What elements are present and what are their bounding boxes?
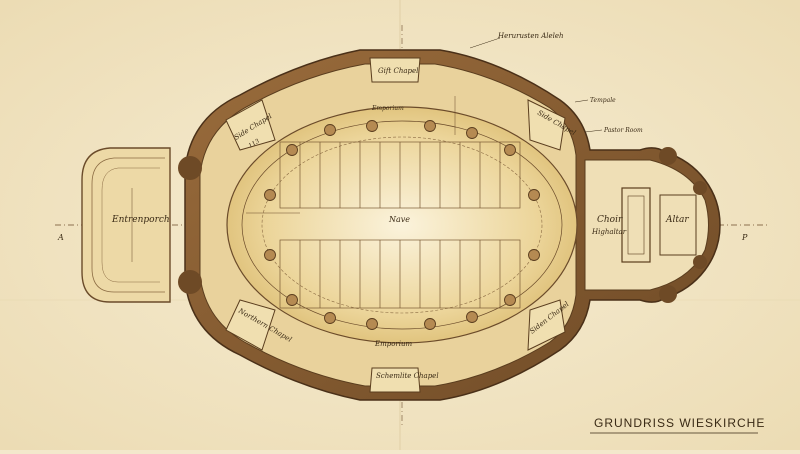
label-choir: Choir (597, 215, 623, 225)
label-pastor-room: Pastor Room (603, 127, 643, 134)
label-entrance-porch: Entrenporch (111, 215, 170, 225)
entrance-porch (81, 147, 171, 303)
choir-pier-e1 (693, 181, 707, 195)
column (424, 318, 436, 330)
label-schemel-chapel: Schemlite Chapel (376, 372, 439, 380)
dimension-lines (131, 96, 456, 262)
chapel-ne (527, 99, 566, 151)
column (324, 124, 336, 136)
axis-marker-right: P (741, 233, 748, 242)
column (504, 144, 516, 156)
column (528, 189, 540, 201)
chapel-south (369, 367, 421, 393)
chapel-se (527, 299, 566, 351)
entrance-pier-s (178, 270, 202, 294)
nave-pew-ring (261, 136, 543, 314)
nave-columns (264, 120, 540, 330)
label-nave: Nave (388, 215, 410, 224)
column (286, 144, 298, 156)
label-high-altar: Highaltar (591, 228, 627, 236)
nave-oval (226, 106, 578, 344)
pews (279, 141, 521, 309)
plan-title: GRUNDRISS WIESKIRCHE (594, 416, 765, 430)
entrance-pier-n (178, 156, 202, 180)
nave-inner-ring (241, 120, 563, 330)
leader-lines (469, 37, 603, 133)
label-altar: Altar (665, 215, 689, 225)
chapel-sw (225, 299, 276, 351)
label-gallery-top: Emporium (371, 105, 404, 112)
chapel-north (369, 57, 421, 83)
label-temple: Tempale (590, 97, 616, 104)
axis-marker-left: A (57, 233, 64, 242)
column (504, 294, 516, 306)
label-herurusten-arch: Herurusten Aleleh (497, 32, 564, 40)
column (424, 120, 436, 132)
chapel-niches (225, 57, 566, 393)
chapel-nw (225, 99, 276, 151)
choir-pier-se (659, 285, 677, 303)
label-gallery-bottom: Emporium (374, 340, 413, 348)
choir-pier-ne (659, 147, 677, 165)
label-gift-chapel: Gift Chapel (378, 67, 418, 75)
column (264, 249, 276, 261)
column (366, 120, 378, 132)
column (366, 318, 378, 330)
column (466, 127, 478, 139)
choir-pier-e2 (693, 255, 707, 269)
column (466, 311, 478, 323)
column (286, 294, 298, 306)
column (324, 312, 336, 324)
choir-altar (584, 159, 709, 291)
column (528, 249, 540, 261)
column (264, 189, 276, 201)
